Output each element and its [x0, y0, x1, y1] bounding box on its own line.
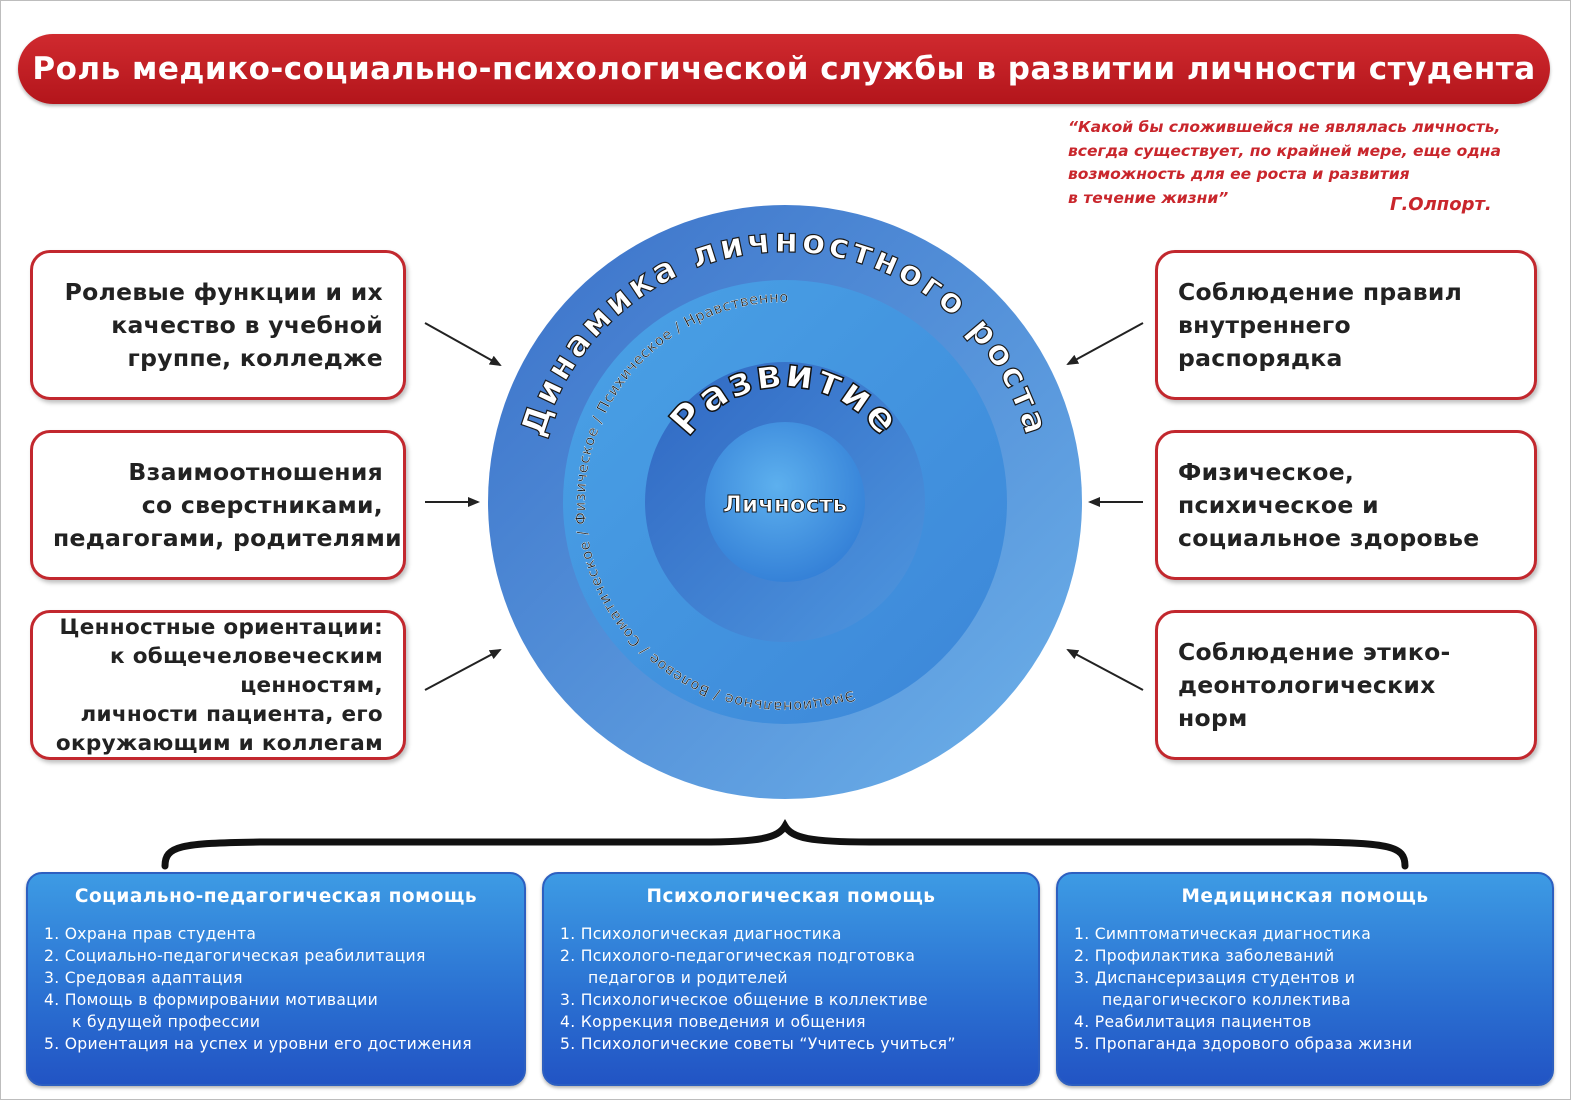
center-label: Личность [723, 492, 847, 518]
box-line: к общечеловеческим [110, 643, 383, 669]
list-item: 4. Реабилитация пациентов [1074, 1013, 1312, 1031]
quote-author: Г.Олпорт. [1390, 194, 1492, 215]
right-box-internal-rules: Соблюдение правил внутреннего распорядка [1155, 250, 1537, 400]
box-line: Ролевые функции и их [64, 277, 383, 306]
list-item: 4. Помощь в формировании мотивации [44, 991, 379, 1009]
list-item: 4. Коррекция поведения и общения [560, 1013, 866, 1031]
left-box-value-orientations: Ценностные ориентации: к общечеловечески… [30, 610, 406, 760]
box-line: норм [1178, 703, 1248, 732]
box-line: Физическое, [1178, 457, 1355, 486]
arrow-left-bottom [424, 649, 502, 691]
box-line: социальное здоровье [1178, 523, 1480, 552]
box-line: ценностям, [240, 672, 383, 698]
quote-line: всегда существует, по крайней мере, еще … [1068, 141, 1501, 160]
box-line: Соблюдение этико- [1178, 637, 1451, 666]
box-line: психическое и [1178, 490, 1379, 519]
list-item: 5. Психологические советы “Учитесь учить… [560, 1035, 956, 1053]
help-box-list: 1. Охрана прав студента 2. Социально-пед… [28, 923, 524, 1055]
box-line: группе, колледже [127, 343, 383, 372]
list-item: 1. Охрана прав студента [44, 925, 257, 943]
list-item: 2. Профилактика заболеваний [1074, 947, 1335, 965]
arrow-right-top [1066, 322, 1144, 365]
box-line: деонтологических [1178, 670, 1436, 699]
list-item: 3. Психологическое общение в коллективе [560, 991, 928, 1009]
list-item: 5. Ориентация на успех и уровни его дост… [44, 1035, 472, 1053]
left-box-relationships: Взаимоотношения со сверстниками, педагог… [30, 430, 406, 580]
help-box-list: 1. Симптоматическая диагностика 2. Профи… [1058, 923, 1552, 1055]
list-item: 2. Психолого-педагогическая подготовка [560, 947, 916, 965]
box-line: качество в учебной [111, 310, 383, 339]
box-line: окружающим и коллегам [55, 730, 383, 756]
list-item: 3. Диспансеризация студентов и [1074, 969, 1356, 987]
box-line: Ценностные ориентации: [59, 614, 383, 640]
box-line: внутреннего [1178, 310, 1351, 339]
box-line: педагогами, родителями [53, 523, 402, 552]
list-item: 1. Психологическая диагностика [560, 925, 842, 943]
personality-core [705, 422, 865, 582]
list-item: 3. Средовая адаптация [44, 969, 243, 987]
box-line: Взаимоотношения [128, 457, 383, 486]
arrow-left-top [424, 322, 502, 366]
right-box-health: Физическое, психическое и социальное здо… [1155, 430, 1537, 580]
help-box-title: Психологическая помощь [646, 886, 936, 907]
left-box-role-functions: Ролевые функции и их качество в учебной … [30, 250, 406, 400]
box-line: распорядка [1178, 343, 1343, 372]
list-item: 2. Социально-педагогическая реабилитация [44, 947, 426, 965]
help-box-medical: Медицинская помощь 1. Симптоматическая д… [1056, 872, 1554, 1086]
list-item: к будущей профессии [72, 1013, 261, 1031]
help-box-psychological: Психологическая помощь 1. Психологическа… [542, 872, 1040, 1086]
help-box-title: Социально-педагогическая помощь [74, 886, 478, 907]
list-item: педагогов и родителей [588, 969, 788, 987]
help-box-social-pedagogical: Социально-педагогическая помощь 1. Охран… [26, 872, 526, 1086]
quote-line: возможность для ее роста и развития [1068, 165, 1410, 183]
arrow-right-bottom [1066, 649, 1144, 691]
box-line: со сверстниками, [141, 490, 383, 519]
list-item: педагогического коллектива [1102, 991, 1351, 1009]
help-box-list: 1. Психологическая диагностика 2. Психол… [544, 923, 1038, 1055]
page-title: Роль медико-социально-психологической сл… [18, 34, 1550, 104]
right-box-ethics: Соблюдение этико- деонтологических норм [1155, 610, 1537, 760]
help-box-title: Медицинская помощь [1181, 886, 1429, 907]
curly-brace [161, 819, 1409, 870]
quote: “Какой бы сложившейся не являлась личнос… [1068, 116, 1553, 210]
quote-line: в течение жизни” [1068, 188, 1229, 207]
quote-line: “Какой бы сложившейся не являлась личнос… [1068, 118, 1501, 136]
box-line: личности пациента, его [80, 701, 383, 727]
box-line: Соблюдение правил [1178, 277, 1463, 306]
list-item: 5. Пропаганда здорового образа жизни [1074, 1035, 1413, 1053]
list-item: 1. Симптоматическая диагностика [1074, 925, 1372, 943]
